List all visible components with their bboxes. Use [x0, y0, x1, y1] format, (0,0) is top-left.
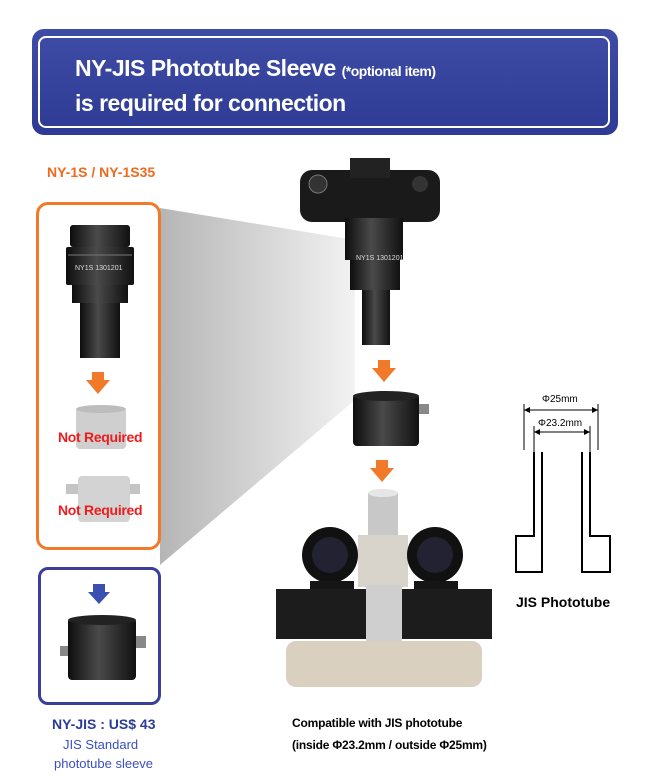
microscope-head-image — [276, 489, 492, 687]
lens-engraving-left: NY1S 1301201 — [75, 265, 123, 272]
arrow-down-icon — [86, 372, 110, 394]
gray-sleeve-image-1 — [76, 405, 126, 449]
banner-title: NY-JIS Phototube Sleeve — [75, 55, 336, 81]
compat-line1: Compatible with JIS phototube — [292, 716, 463, 730]
model-label: NY-1S / NY-1S35 — [47, 164, 156, 180]
arrow-down-icon — [372, 360, 396, 382]
projection-shadow — [160, 208, 355, 565]
product-desc-line2: phototube sleeve — [54, 756, 154, 771]
header-banner — [32, 29, 618, 135]
camera-adapter-image — [66, 225, 134, 358]
product-price: NY-JIS : US$ 43 — [52, 716, 156, 732]
not-required-label-1: Not Required — [58, 429, 143, 445]
product-desc-line1: JIS Standard — [63, 737, 139, 752]
banner-subtitle: is required for connection — [75, 90, 346, 116]
outer-diameter-label: Φ25mm — [542, 394, 578, 405]
inner-diameter-label: Φ23.2mm — [538, 418, 583, 429]
dslr-camera-image — [300, 158, 440, 345]
arrow-down-icon — [370, 460, 394, 482]
header-banner-frame — [38, 36, 610, 128]
not-required-label-2: Not Required — [58, 502, 143, 518]
header-text: NY-JIS Phototube Sleeve (*optional item)… — [75, 52, 436, 119]
ny-jis-sleeve-image — [60, 615, 146, 680]
ny-jis-sleeve-center-image — [353, 391, 429, 446]
arrow-down-icon — [88, 584, 110, 604]
compat-line2: (inside Φ23.2mm / outside Φ25mm) — [292, 738, 487, 752]
jis-phototube-title: JIS Phototube — [516, 594, 611, 610]
gray-sleeve-image-2 — [66, 476, 140, 522]
lens-engraving-center: NY1S 1301201 — [356, 255, 404, 262]
jis-phototube-diagram — [515, 404, 611, 573]
banner-optional-note: (*optional item) — [341, 63, 436, 79]
